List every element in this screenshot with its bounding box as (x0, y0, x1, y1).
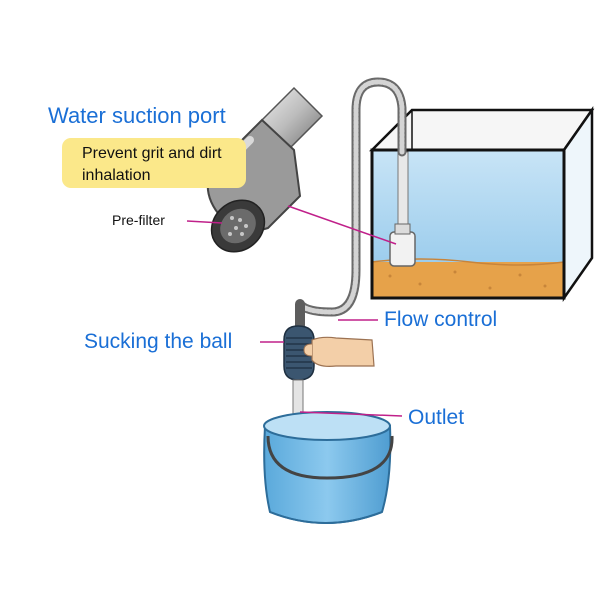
flow-control-label: Flow control (384, 308, 498, 331)
aquarium-tank (368, 106, 595, 302)
hand (303, 336, 375, 367)
flexible-hose (295, 77, 407, 317)
pump-bulb (283, 299, 315, 429)
suction-port-closeup (206, 86, 324, 253)
leader-lines (186, 205, 403, 417)
note-box (62, 138, 246, 188)
pre-filter-label: Pre-filter (112, 212, 165, 228)
water-suction-port-label: Water suction port (48, 103, 226, 128)
bucket (263, 411, 394, 524)
sucking-ball-label: Sucking the ball (84, 330, 233, 353)
outlet-label: Outlet (408, 406, 465, 429)
note-text: Prevent grit and dirt inhalation (82, 145, 222, 184)
suction-tube (389, 151, 416, 267)
